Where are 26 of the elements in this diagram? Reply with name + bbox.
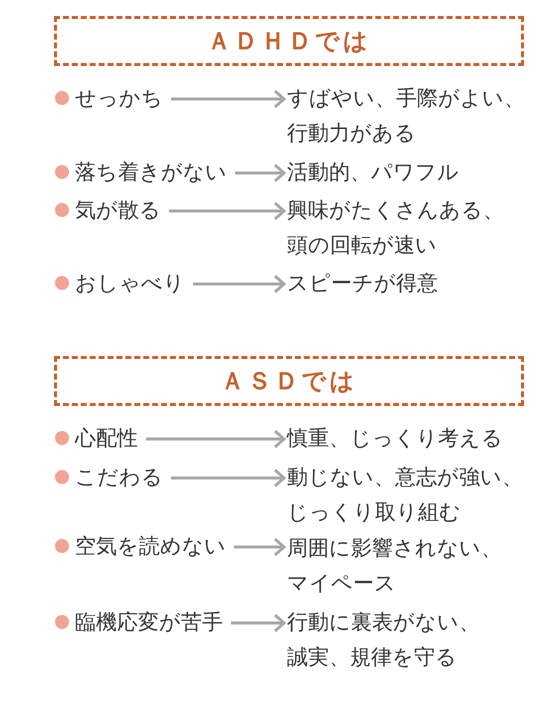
strength-text: 慎重、じっくり考える xyxy=(287,420,503,456)
trait-text: 臨機応変が苦手 xyxy=(75,604,223,640)
arrow xyxy=(235,164,286,182)
trait-text: 気が散る xyxy=(75,192,161,228)
arrow xyxy=(193,274,286,294)
arrow xyxy=(171,468,286,488)
arrow xyxy=(234,538,286,556)
trait-text: 空気を読めない xyxy=(75,528,226,564)
strength-text: 行動に裏表がない、誠実、規律を守る xyxy=(287,604,484,674)
arrow xyxy=(231,614,286,632)
strength-text: 周囲に影響されない、マイペース xyxy=(287,530,506,600)
strength-text: すばやい、手際がよい、行動力がある xyxy=(287,80,526,150)
section-heading: ＡＤＨＤでは xyxy=(54,16,524,66)
trait-text: 落ち着きがない xyxy=(75,154,227,190)
trait-text: 心配性 xyxy=(75,420,138,456)
trait-text: こだわる xyxy=(75,460,163,494)
trait-text: おしゃべり xyxy=(75,266,185,300)
arrow xyxy=(171,90,286,108)
trait-text: せっかち xyxy=(75,80,163,116)
strength-text: スピーチが得意 xyxy=(287,266,438,300)
strength-text: 興味がたくさんある、頭の回転が速い xyxy=(287,192,506,262)
section-heading: ＡＳＤでは xyxy=(54,356,524,406)
arrow xyxy=(146,430,286,448)
strength-text: 活動的、パワフル xyxy=(287,154,459,190)
arrow xyxy=(169,202,286,220)
strength-text: 動じない、意志が強い、じっくり取り組む xyxy=(287,460,526,530)
